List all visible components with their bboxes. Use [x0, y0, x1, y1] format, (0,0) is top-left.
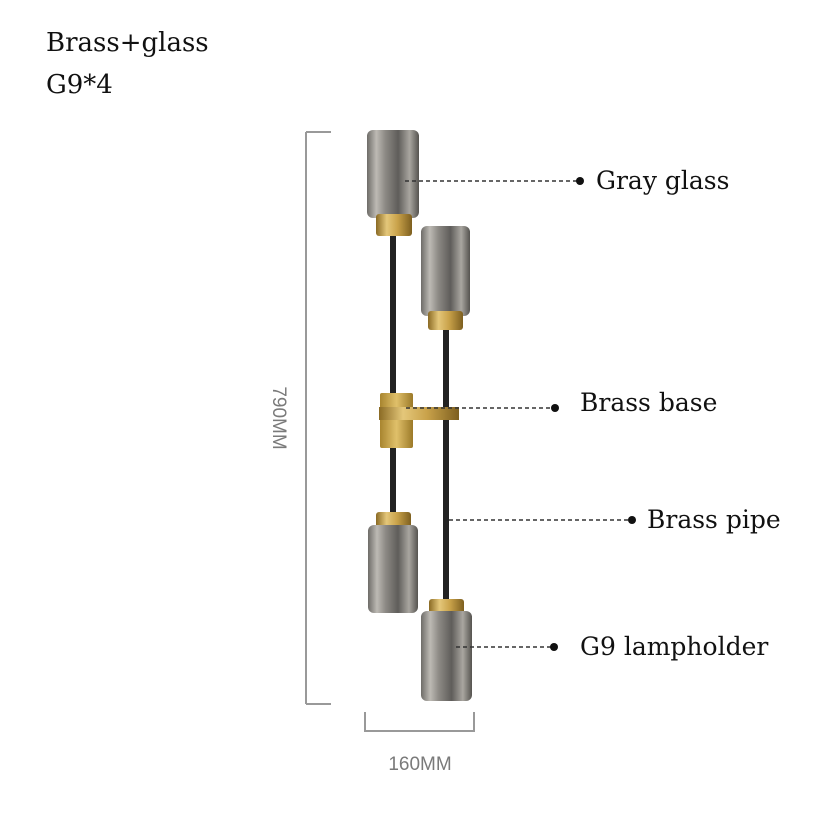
brass-base-bar	[379, 407, 459, 420]
lampholder-cup	[428, 311, 463, 330]
callout-label: Brass pipe	[647, 505, 781, 534]
callout-dot	[628, 516, 636, 524]
callout-label: G9 lampholder	[580, 632, 768, 661]
lamp-top-left	[367, 130, 419, 236]
callout-dot	[576, 177, 584, 185]
width-dimension-label: 160MM	[388, 754, 451, 775]
callout-dot	[551, 404, 559, 412]
right-pipe	[443, 326, 449, 602]
callout-gray-glass: Gray glass	[405, 166, 729, 195]
lampholder-cup	[376, 214, 412, 236]
height-dimension: 790MM	[268, 131, 331, 705]
gray-glass-shade	[367, 130, 419, 218]
callout-brass-base: Brass base	[406, 388, 717, 417]
callout-label: Brass base	[580, 388, 717, 417]
callout-dot	[550, 643, 558, 651]
gray-glass-shade	[368, 525, 418, 613]
gray-glass-shade	[421, 611, 472, 701]
brass-base-plate	[380, 393, 413, 448]
callout-label: Gray glass	[596, 166, 729, 195]
brass-base	[379, 393, 459, 448]
material-label: Brass+glass	[46, 28, 209, 58]
left-pipe	[390, 232, 396, 522]
callout-brass-pipe: Brass pipe	[449, 505, 781, 534]
lamp-top-right	[421, 226, 470, 330]
lampholder-cup	[376, 512, 411, 529]
bulb-spec-label: G9*4	[46, 70, 113, 100]
lamp-bottom-right	[421, 599, 472, 701]
gray-glass-shade	[421, 226, 470, 316]
width-dimension: 160MM	[364, 712, 475, 775]
callout-lampholder: G9 lampholder	[456, 632, 768, 661]
height-dimension-label: 790MM	[268, 386, 289, 449]
lamp-bottom-left	[368, 512, 418, 613]
